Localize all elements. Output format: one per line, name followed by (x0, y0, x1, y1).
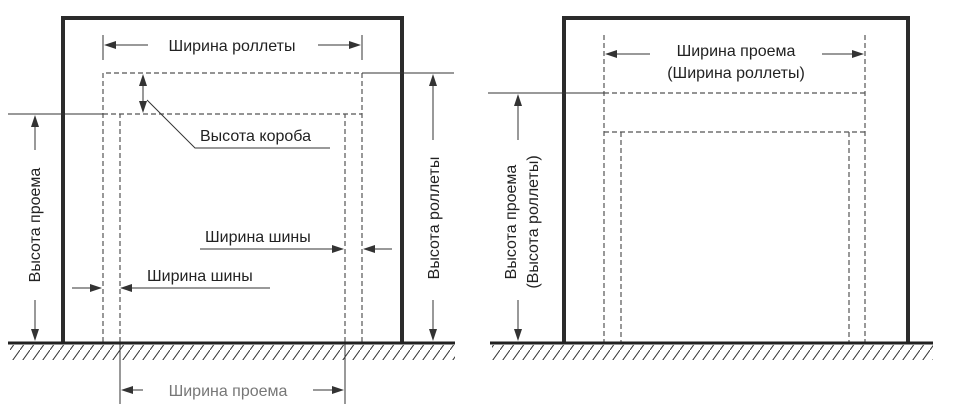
right-height-arrow-bottom (514, 329, 522, 341)
left-rail-left-label: Ширина шины (147, 268, 253, 285)
left-rail-left-arrow-in (120, 284, 132, 292)
left-rail-right-label: Ширина шины (205, 229, 311, 246)
right-height-label-line2: (Высота роллеты) (525, 155, 542, 288)
left-roller-width-arrow-right (349, 41, 361, 49)
left-roller-height-arrow-bottom (429, 329, 437, 341)
right-diagram: Ширина проема (Ширина роллеты) Высота пр… (488, 16, 933, 360)
left-roller-outline (102, 72, 363, 342)
left-opening-width-arrow-left (121, 386, 133, 394)
left-rail-right-arrow-in (332, 245, 344, 253)
left-opening-width-arrow-right (332, 386, 344, 394)
left-roller-height-label: Высота роллеты (426, 157, 443, 280)
right-ground-hatch (492, 345, 933, 360)
right-width-label-line2: (Ширина роллеты) (667, 65, 805, 82)
right-height-arrow-top (514, 94, 522, 106)
left-opening-height-arrow-top (31, 115, 39, 127)
left-roller-width-arrow-left (104, 41, 116, 49)
right-width-arrow-left (605, 50, 617, 58)
left-box-height-arrow-top (139, 74, 147, 86)
right-width-label-line1: Ширина проема (677, 43, 796, 60)
left-box-height-arrow-bottom (139, 101, 147, 113)
left-roller-height-arrow-top (429, 74, 437, 86)
right-opening-frame (562, 16, 910, 342)
right-width-arrow-right (852, 50, 864, 58)
left-diagram: Ширина роллеты Высота короба Высота прое… (8, 16, 455, 404)
left-rail-right-arrow-out (363, 245, 375, 253)
left-box-height-label: Высота короба (200, 128, 311, 145)
right-height-label-line1: Высота проема (503, 165, 520, 280)
left-box-height-leader (146, 99, 330, 149)
left-ground-hatch (10, 345, 455, 360)
left-roller-width-label: Ширина роллеты (169, 38, 296, 55)
left-opening-width-label: Ширина проема (169, 383, 288, 400)
left-rail-left-arrow-out (90, 284, 102, 292)
left-opening-height-label: Высота проема (27, 168, 44, 283)
left-opening-frame (61, 16, 404, 342)
left-opening-height-arrow-bottom (31, 329, 39, 341)
